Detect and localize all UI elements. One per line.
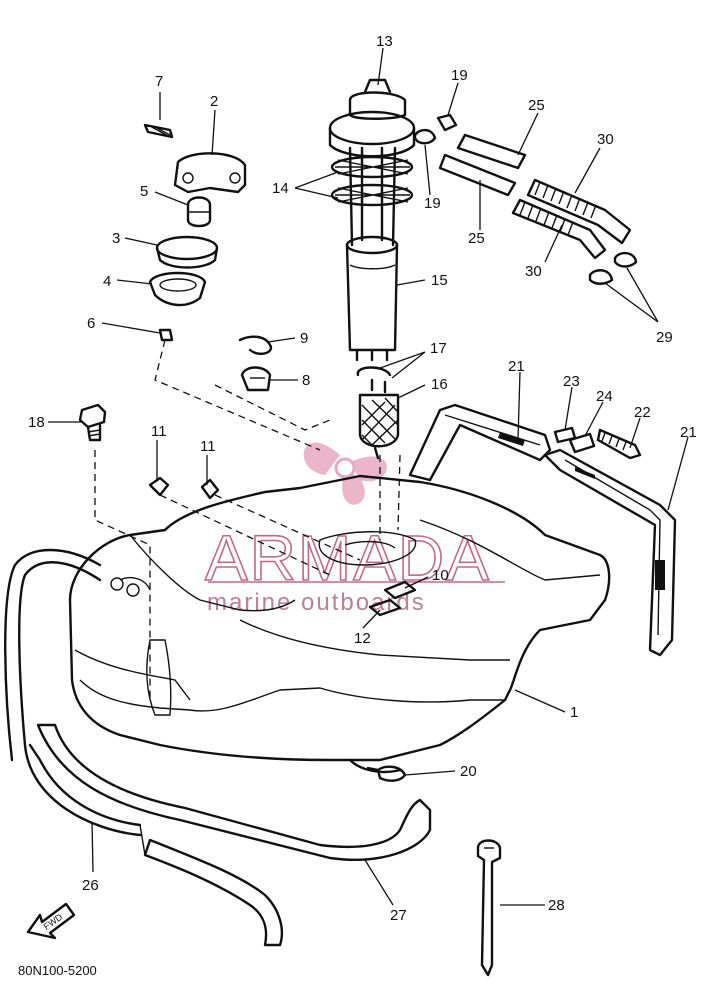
fuel-tank [68,474,611,774]
fwd-label: FWD [42,911,65,931]
callout-26: 26 [82,877,99,894]
clamp-9 [238,335,273,355]
callout-29: 29 [656,329,673,346]
clamp-29 [588,251,638,285]
callout-20: 20 [460,763,477,780]
clamp-8 [240,366,272,392]
fuel-hose-26 [4,548,284,947]
corrugated-hose-30-b [511,198,607,260]
callout-6: 6 [87,315,95,332]
clip-20 [366,765,407,782]
callout-18: 18 [28,414,45,431]
drawing-code: 80N100-5200 [18,963,97,978]
callout-12: 12 [354,630,371,647]
callout-24: 24 [596,388,613,405]
callout-11-b: 11 [200,438,216,455]
callout-7: 7 [155,73,163,90]
callout-23: 23 [563,373,580,390]
strap-28 [476,839,502,977]
callout-8: 8 [302,372,310,389]
callout-13: 13 [376,33,393,50]
callout-10: 10 [432,567,449,584]
callout-25-a: 25 [528,97,545,114]
bolt-12 [368,598,402,617]
callout-21-b: 21 [680,424,697,441]
cap-seal-7 [143,123,174,139]
callout-11-a: 11 [151,423,167,440]
callout-5: 5 [140,183,148,200]
fuel-hose-27 [36,723,432,861]
gasket-3 [155,235,219,269]
tank-strap-left [408,403,552,482]
callout-27: 27 [390,907,407,924]
fwd-direction-arrow: FWD [26,902,76,940]
hose-25-a [456,133,527,170]
callout-9: 9 [300,330,308,347]
fuel-filter [356,366,400,460]
filler-neck-4 [148,271,207,307]
clamp-19-b [413,128,437,145]
callout-28: 28 [548,897,565,914]
callout-4: 4 [103,273,111,290]
collar-24 [568,432,596,454]
watermark-logo [303,442,387,505]
callout-3: 3 [112,230,120,247]
nut-11-a [148,476,170,497]
clamp-19-a [436,113,458,132]
callout-21-a: 21 [508,358,525,375]
hose-25-b [438,153,517,197]
callout-30-b: 30 [525,263,542,280]
corrugated-hose-30-a [526,178,632,245]
tank-strap-right [543,448,677,657]
reference-lines [94,339,401,700]
bolt-10 [383,580,417,600]
bolt-18 [78,403,107,442]
callout-30-a: 30 [597,131,614,148]
callout-numbers: 7 2 5 3 4 6 9 8 18 11 11 13 14 15 17 16 … [28,33,697,924]
callout-22: 22 [634,404,651,421]
callout-17: 17 [430,340,447,357]
callout-leaders [48,47,689,906]
bolt-22 [596,428,642,460]
callout-19-a: 19 [451,67,468,84]
callout-16: 16 [431,376,448,393]
callout-14: 14 [272,180,289,197]
callout-1: 1 [570,704,578,721]
fuel-gauge-unit [328,78,416,362]
callout-25-b: 25 [468,230,485,247]
watermark: ARMADA marine outboards [204,442,505,616]
callout-2: 2 [210,93,218,110]
callout-19-b: 19 [424,195,441,212]
callout-15: 15 [431,272,448,289]
valve-5 [186,196,212,228]
clip-6 [158,328,174,342]
cap-2 [173,152,247,194]
